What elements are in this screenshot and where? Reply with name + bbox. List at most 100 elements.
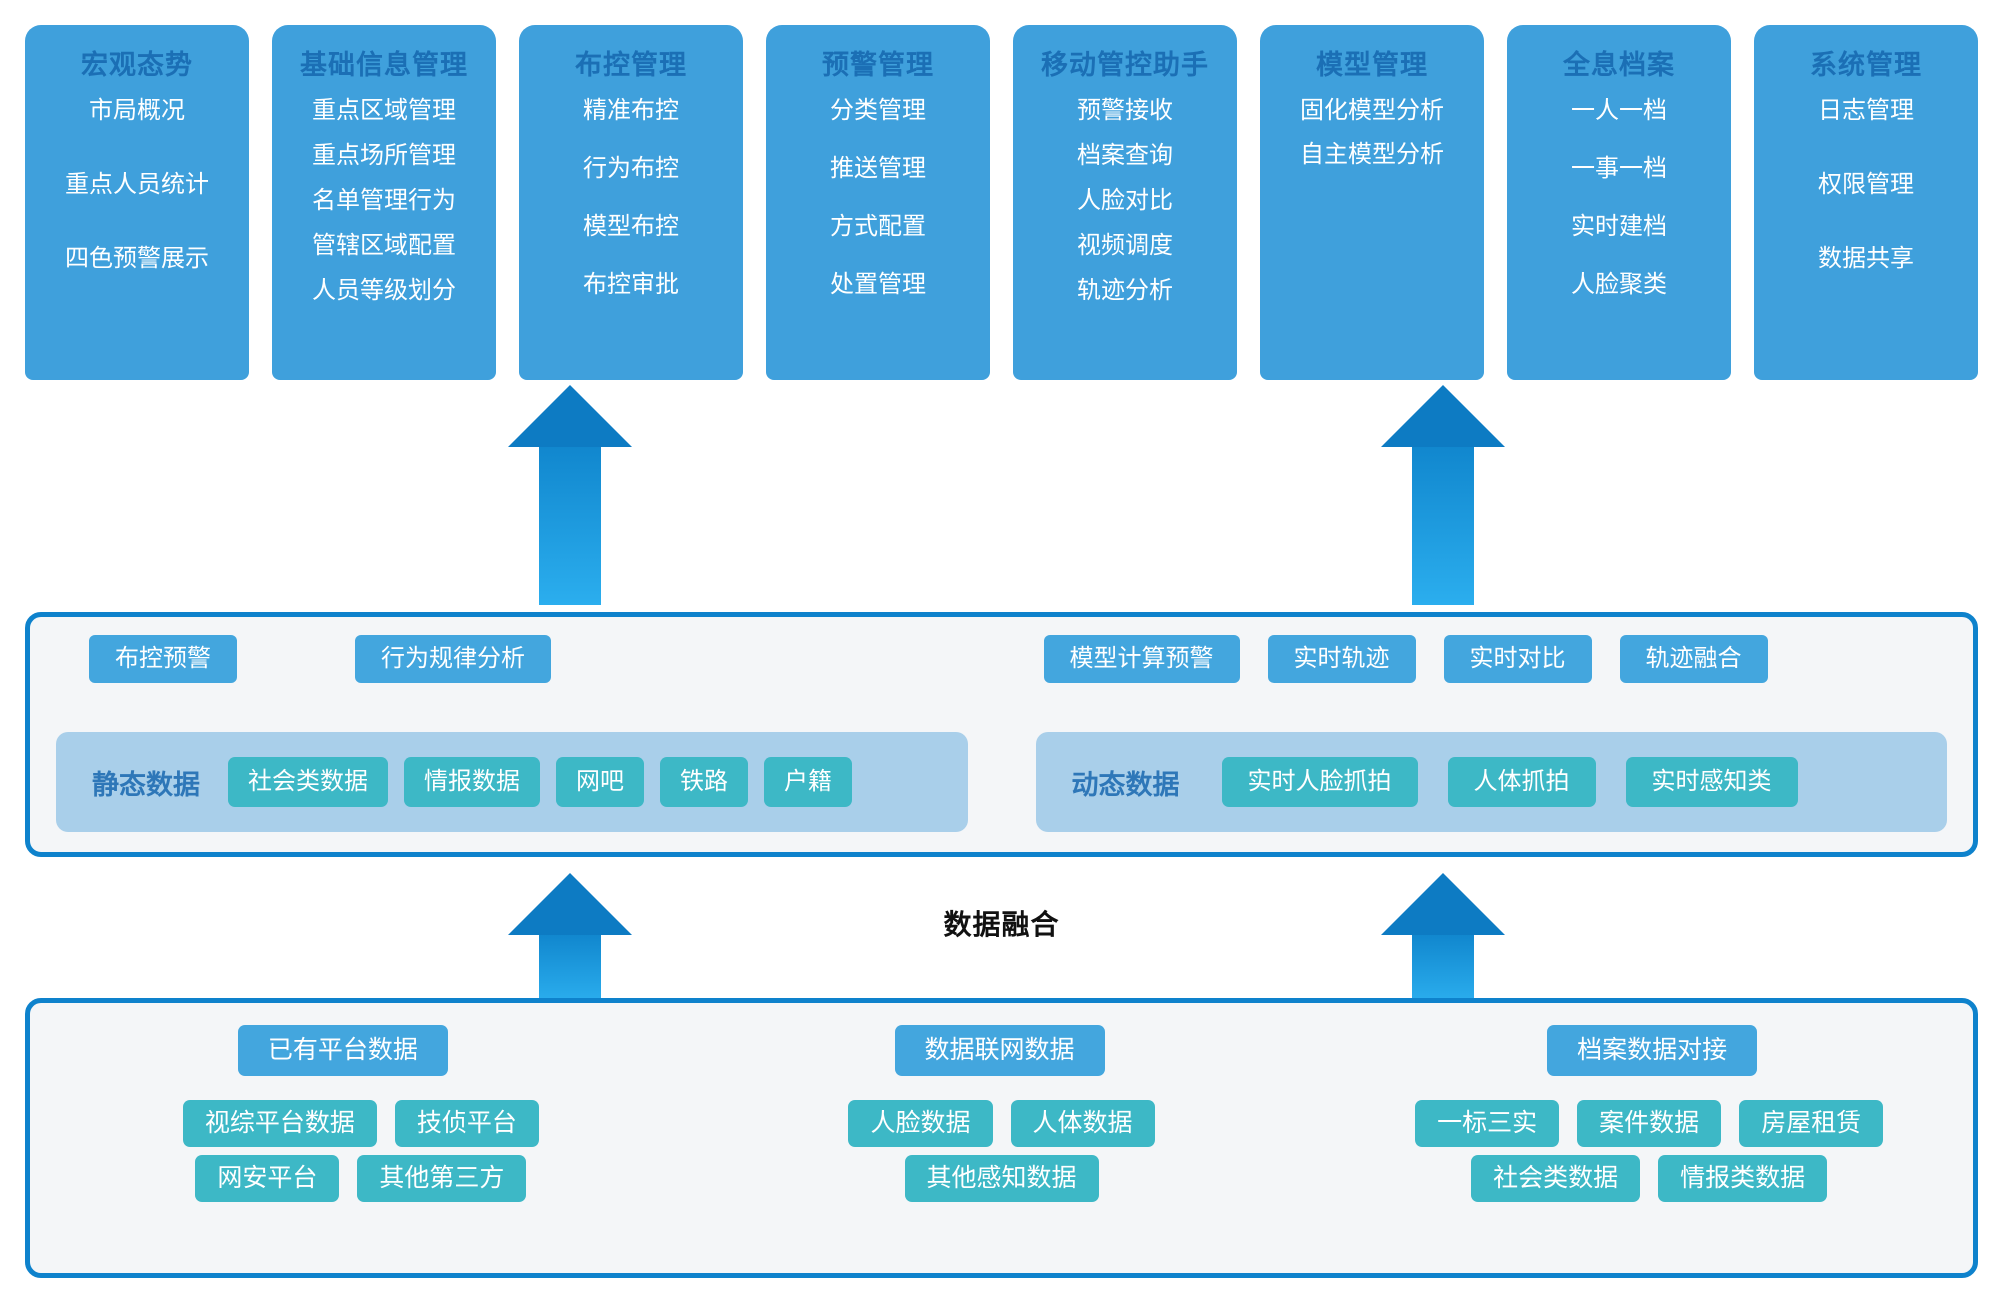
source-group: 档案数据对接一标三实案件数据房屋租赁社会类数据情报类数据 bbox=[1325, 1003, 1973, 1273]
module-item[interactable]: 人脸对比 bbox=[1077, 186, 1173, 214]
capability-chip[interactable]: 实时对比 bbox=[1443, 635, 1592, 683]
module-item[interactable]: 市局概况 bbox=[89, 96, 185, 124]
module-title: 模型管理 bbox=[1316, 50, 1428, 80]
source-chip[interactable]: 情报类数据 bbox=[1658, 1155, 1828, 1202]
module-item[interactable]: 模型布控 bbox=[583, 212, 679, 240]
data-fusion-label: 数据融合 bbox=[943, 909, 1060, 940]
source-chip[interactable]: 社会类数据 bbox=[1471, 1155, 1641, 1202]
data-chip[interactable]: 情报数据 bbox=[404, 757, 540, 807]
source-chip[interactable]: 视综平台数据 bbox=[182, 1100, 377, 1147]
module-column[interactable]: 宏观态势市局概况重点人员统计四色预警展示 bbox=[25, 25, 249, 380]
dynamic-data-label: 动态数据 bbox=[1071, 769, 1180, 800]
module-column[interactable]: 预警管理分类管理推送管理方式配置处置管理 bbox=[766, 25, 990, 380]
source-group-header[interactable]: 已有平台数据 bbox=[237, 1025, 448, 1076]
module-item-list: 重点区域管理重点场所管理名单管理行为管辖区域配置人员等级划分 bbox=[272, 81, 496, 380]
module-item[interactable]: 分类管理 bbox=[830, 96, 926, 124]
module-item[interactable]: 档案查询 bbox=[1077, 141, 1173, 169]
module-item[interactable]: 人员等级划分 bbox=[312, 276, 456, 304]
capability-chip[interactable]: 实时轨迹 bbox=[1267, 635, 1416, 683]
module-item[interactable]: 重点人员统计 bbox=[65, 170, 209, 198]
module-column[interactable]: 布控管理精准布控行为布控模型布控布控审批 bbox=[519, 25, 743, 380]
module-column[interactable]: 基础信息管理重点区域管理重点场所管理名单管理行为管辖区域配置人员等级划分 bbox=[272, 25, 496, 380]
module-item[interactable]: 权限管理 bbox=[1818, 170, 1914, 198]
source-chip-rows: 一标三实案件数据房屋租赁社会类数据情报类数据 bbox=[1325, 1100, 1973, 1202]
source-chip[interactable]: 人脸数据 bbox=[848, 1100, 993, 1147]
module-item[interactable]: 人脸聚类 bbox=[1571, 270, 1667, 298]
source-chip[interactable]: 其他第三方 bbox=[357, 1155, 527, 1202]
source-chip-row: 一标三实案件数据房屋租赁 bbox=[1415, 1100, 1884, 1147]
source-group-header[interactable]: 档案数据对接 bbox=[1547, 1025, 1758, 1076]
data-chip[interactable]: 社会类数据 bbox=[228, 757, 388, 807]
module-item[interactable]: 轨迹分析 bbox=[1077, 276, 1173, 304]
static-data-panel: 静态数据 社会类数据 情报数据 网吧 铁路 户籍 bbox=[56, 732, 968, 832]
source-chip-row: 社会类数据情报类数据 bbox=[1471, 1155, 1828, 1202]
module-item[interactable]: 四色预警展示 bbox=[65, 244, 209, 272]
dynamic-data-half: 模型计算预警 实时轨迹 实时对比 轨迹融合 动态数据 实时人脸抓拍 人体抓拍 实… bbox=[1002, 635, 1948, 832]
source-chip[interactable]: 网安平台 bbox=[195, 1155, 340, 1202]
module-item[interactable]: 一事一档 bbox=[1571, 154, 1667, 182]
module-item-list: 分类管理推送管理方式配置处置管理 bbox=[766, 81, 990, 380]
source-chip[interactable]: 技侦平台 bbox=[394, 1100, 539, 1147]
static-data-half: 布控预警 行为规律分析 静态数据 社会类数据 情报数据 网吧 铁路 户籍 bbox=[56, 635, 1002, 832]
module-item[interactable]: 布控审批 bbox=[583, 270, 679, 298]
source-group: 数据联网数据人脸数据人体数据其他感知数据 bbox=[678, 1003, 1326, 1273]
capability-chip[interactable]: 轨迹融合 bbox=[1619, 635, 1768, 683]
module-item[interactable]: 名单管理行为 bbox=[312, 186, 456, 214]
source-group-header[interactable]: 数据联网数据 bbox=[894, 1025, 1105, 1076]
module-title: 布控管理 bbox=[575, 50, 687, 80]
source-chip-rows: 人脸数据人体数据其他感知数据 bbox=[678, 1100, 1326, 1202]
source-chip[interactable]: 房屋租赁 bbox=[1739, 1100, 1884, 1147]
module-item[interactable]: 方式配置 bbox=[830, 212, 926, 240]
capability-chip[interactable]: 布控预警 bbox=[89, 635, 237, 683]
data-fusion-band: 布控预警 行为规律分析 静态数据 社会类数据 情报数据 网吧 铁路 户籍 模型计… bbox=[25, 612, 1978, 857]
module-item[interactable]: 管辖区域配置 bbox=[312, 231, 456, 259]
data-chip[interactable]: 实时感知类 bbox=[1625, 757, 1798, 807]
source-chip[interactable]: 案件数据 bbox=[1577, 1100, 1722, 1147]
capability-chip[interactable]: 行为规律分析 bbox=[355, 635, 551, 683]
module-item[interactable]: 处置管理 bbox=[830, 270, 926, 298]
source-chip[interactable]: 人体数据 bbox=[1010, 1100, 1155, 1147]
module-column[interactable]: 全息档案一人一档一事一档实时建档人脸聚类 bbox=[1507, 25, 1731, 380]
module-title: 预警管理 bbox=[822, 50, 934, 80]
data-chip[interactable]: 铁路 bbox=[660, 757, 748, 807]
module-item-list: 精准布控行为布控模型布控布控审批 bbox=[519, 81, 743, 380]
module-item[interactable]: 预警接收 bbox=[1077, 96, 1173, 124]
module-item[interactable]: 日志管理 bbox=[1818, 96, 1914, 124]
module-item-list: 预警接收档案查询人脸对比视频调度轨迹分析 bbox=[1013, 81, 1237, 380]
module-item[interactable]: 固化模型分析 bbox=[1300, 96, 1444, 124]
module-item[interactable]: 一人一档 bbox=[1571, 96, 1667, 124]
module-item[interactable]: 自主模型分析 bbox=[1300, 140, 1444, 168]
data-chip[interactable]: 人体抓拍 bbox=[1447, 757, 1596, 807]
data-source-band: 已有平台数据视综平台数据技侦平台网安平台其他第三方数据联网数据人脸数据人体数据其… bbox=[25, 998, 1978, 1278]
source-chip-row: 人脸数据人体数据 bbox=[848, 1100, 1155, 1147]
module-item[interactable]: 行为布控 bbox=[583, 154, 679, 182]
module-title: 全息档案 bbox=[1563, 50, 1675, 80]
data-chip[interactable]: 实时人脸抓拍 bbox=[1221, 757, 1418, 807]
module-title: 宏观态势 bbox=[81, 50, 193, 80]
module-item[interactable]: 数据共享 bbox=[1818, 244, 1914, 272]
dynamic-data-panel: 动态数据 实时人脸抓拍 人体抓拍 实时感知类 bbox=[1035, 732, 1947, 832]
dynamic-capability-row: 模型计算预警 实时轨迹 实时对比 轨迹融合 bbox=[1036, 635, 1948, 691]
module-item[interactable]: 推送管理 bbox=[830, 154, 926, 182]
data-chip[interactable]: 户籍 bbox=[764, 757, 852, 807]
module-item[interactable]: 实时建档 bbox=[1571, 212, 1667, 240]
data-chip[interactable]: 网吧 bbox=[556, 757, 644, 807]
module-item[interactable]: 重点区域管理 bbox=[312, 96, 456, 124]
module-item[interactable]: 重点场所管理 bbox=[312, 141, 456, 169]
module-columns: 宏观态势市局概况重点人员统计四色预警展示基础信息管理重点区域管理重点场所管理名单… bbox=[25, 25, 1978, 380]
source-chip[interactable]: 其他感知数据 bbox=[904, 1155, 1099, 1202]
module-title: 基础信息管理 bbox=[300, 50, 468, 80]
static-data-label: 静态数据 bbox=[92, 769, 200, 800]
module-item[interactable]: 精准布控 bbox=[583, 96, 679, 124]
module-column[interactable]: 移动管控助手预警接收档案查询人脸对比视频调度轨迹分析 bbox=[1013, 25, 1237, 380]
capability-chip[interactable]: 模型计算预警 bbox=[1043, 635, 1240, 683]
source-chip[interactable]: 一标三实 bbox=[1415, 1100, 1560, 1147]
module-item-list: 一人一档一事一档实时建档人脸聚类 bbox=[1507, 81, 1731, 380]
module-column[interactable]: 模型管理固化模型分析自主模型分析 bbox=[1260, 25, 1484, 380]
source-group: 已有平台数据视综平台数据技侦平台网安平台其他第三方 bbox=[30, 1003, 678, 1273]
module-item[interactable]: 视频调度 bbox=[1077, 231, 1173, 259]
module-column[interactable]: 系统管理日志管理权限管理数据共享 bbox=[1754, 25, 1978, 380]
source-chip-row: 其他感知数据 bbox=[904, 1155, 1099, 1202]
static-capability-row: 布控预警 行为规律分析 bbox=[56, 635, 968, 691]
